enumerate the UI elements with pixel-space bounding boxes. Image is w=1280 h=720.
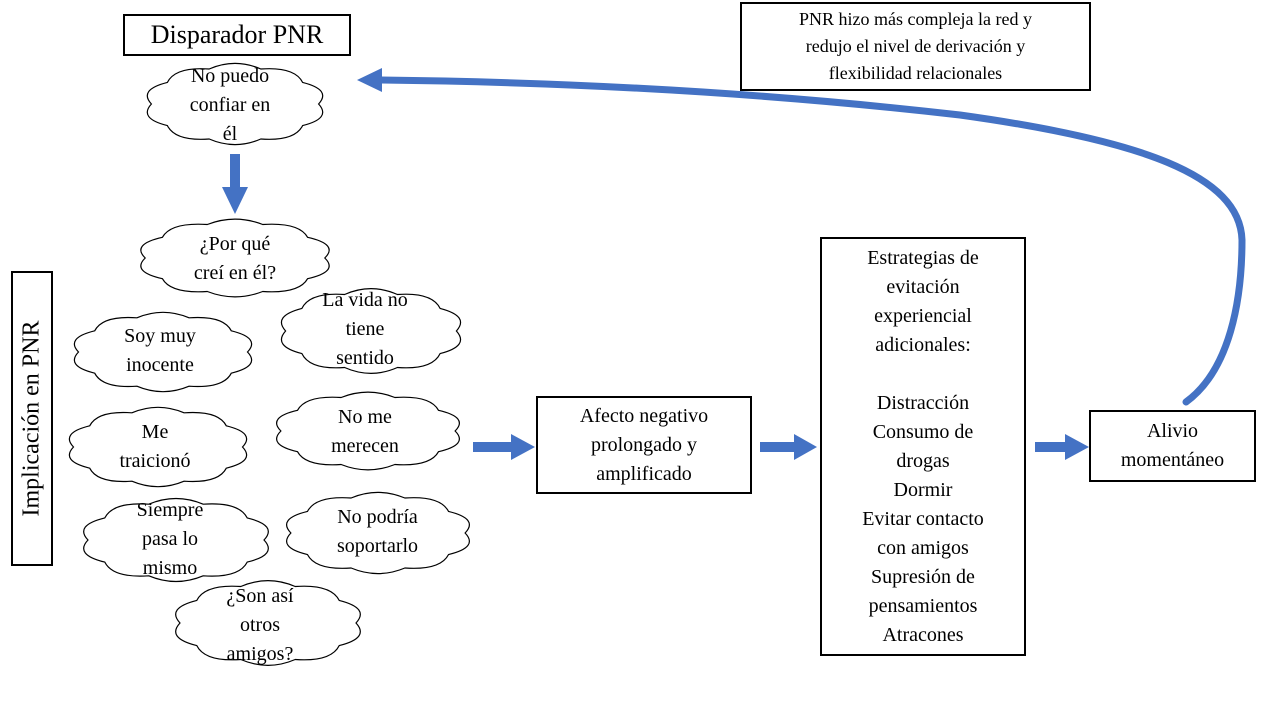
cloud-too-innocent [73,311,253,393]
strategy-item: Atracones [882,623,964,646]
arrow-right-icon [473,434,535,460]
feedback-note-text: PNR hizo más compleja la red y redujo el… [799,9,1032,83]
strategy-item: Supresión de pensamientos [868,565,978,617]
implication-label: Implicación en PNR [18,320,45,517]
thought-life-meaningless: La vida no tiene sentido [322,288,408,369]
thought-betrayed-me: Me traicionó [119,421,191,472]
arrow-down-icon [222,154,248,214]
strategy-item: Evitar contacto con amigos [862,507,984,559]
cloud-couldnt-bear [286,491,470,575]
thought-couldnt-bear: No podría soportarlo [336,506,419,557]
affect-text: Afecto negativo prolongado y amplificado [579,404,709,485]
affect-box: Afecto negativo prolongado y amplificado [536,396,752,494]
thought-too-innocent: Soy muy inocente [124,325,196,376]
relief-text: Alivio momentáneo [1120,420,1225,471]
feedback-arrow-icon [357,68,1246,406]
trigger-cloud [146,62,324,146]
cloud-life-meaningless [280,288,462,374]
cloud-betrayed-me [68,406,248,488]
feedback-note-box: PNR hizo más compleja la red y redujo el… [740,2,1091,91]
cloud-are-friends-like-this [175,580,361,666]
cloud-always-same [83,497,269,583]
strategy-item: Distracción [876,391,970,414]
trigger-thought: No puedo confiar en él [189,64,271,145]
arrow-right-icon [760,434,817,460]
strategies-heading: Estrategias de evitación experiencial ad… [867,246,979,356]
relief-box: Alivio momentáneo [1089,410,1256,482]
strategies-box: Estrategias de evitación experiencial ad… [820,237,1026,656]
strategy-item: Consumo de drogas [872,420,974,472]
cloud-dont-deserve-me [276,391,460,471]
thought-clouds [68,62,470,666]
thought-are-friends-like-this: ¿Son así otros amigos? [226,584,294,665]
strategy-item: Dormir [893,478,953,501]
arrow-right-icon [1035,434,1089,460]
trigger-title-box: Disparador PNR [123,14,351,56]
thought-why-believed: ¿Por qué creí en él? [193,233,277,284]
thought-dont-deserve-me: No me merecen [331,406,399,457]
cloud-why-believed [140,218,330,298]
thought-always-same: Siempre pasa lo mismo [136,498,204,579]
trigger-title: Disparador PNR [150,20,324,49]
implication-label-box: Implicación en PNR [11,271,53,566]
